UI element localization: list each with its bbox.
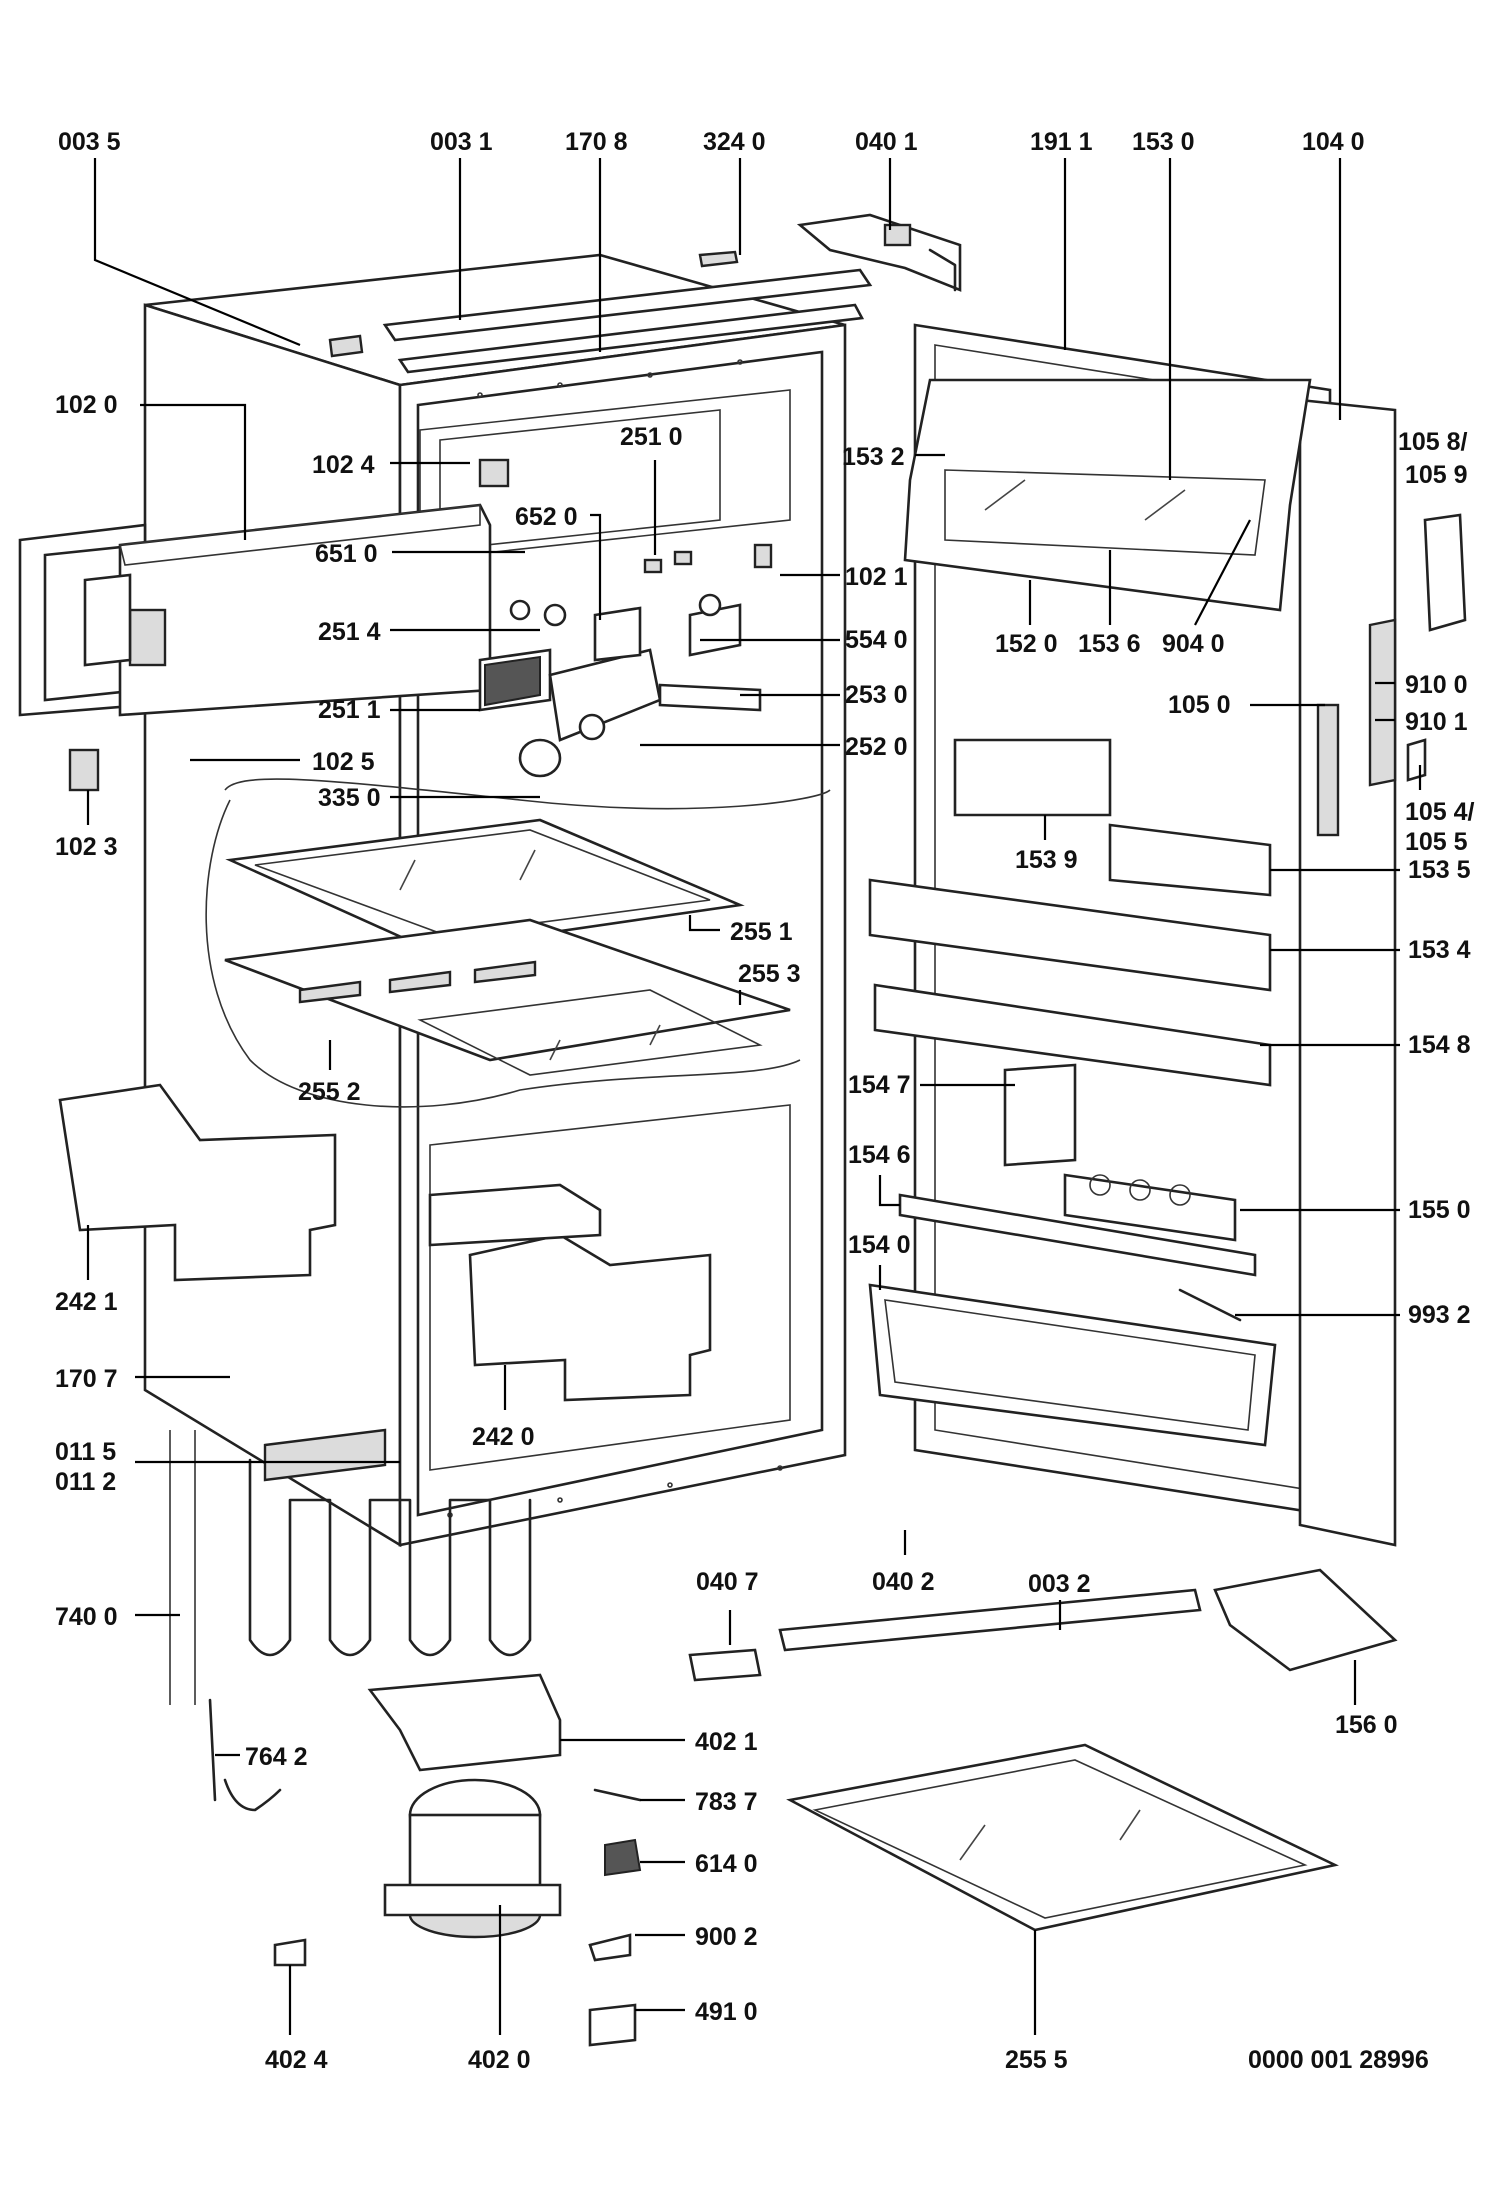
part-labels: 003 5 003 1 170 8 324 0 040 1 191 1 153 … <box>55 128 1475 2074</box>
part-label-993-2: 993 2 <box>1408 1301 1471 1329</box>
part-label-255-2: 255 2 <box>298 1078 361 1106</box>
part-label-105-9: 105 9 <box>1405 461 1468 489</box>
part-label-335-0: 335 0 <box>318 784 381 812</box>
part-label-255-3: 255 3 <box>738 960 801 988</box>
part-label-154-7: 154 7 <box>848 1071 911 1099</box>
part-label-255-1: 255 1 <box>730 918 793 946</box>
part-label-153-5: 153 5 <box>1408 856 1471 884</box>
part-label-324-0: 324 0 <box>703 128 766 156</box>
hinge-top-illustration <box>796 213 962 292</box>
part-label-003-2: 003 2 <box>1028 1570 1091 1598</box>
part-label-153-0: 153 0 <box>1132 128 1195 156</box>
part-label-153-2: 153 2 <box>842 443 905 471</box>
part-label-252-0: 252 0 <box>845 733 908 761</box>
freezer-door-illustration <box>18 503 492 717</box>
part-label-764-2: 764 2 <box>245 1743 308 1771</box>
compressor-illustration <box>208 1673 642 2047</box>
part-label-154-0: 154 0 <box>848 1231 911 1259</box>
part-label-402-4: 402 4 <box>265 2046 328 2074</box>
part-label-153-6: 153 6 <box>1078 630 1141 658</box>
part-label-105-8: 105 8/ <box>1398 428 1468 456</box>
top-trims-illustration <box>328 250 873 374</box>
condenser-coil-illustration <box>169 1430 532 1705</box>
part-label-011-2: 011 2 <box>55 1468 116 1496</box>
part-label-003-1: 003 1 <box>430 128 493 156</box>
part-label-040-2: 040 2 <box>872 1568 935 1596</box>
part-label-152-0: 152 0 <box>995 630 1058 658</box>
part-label-910-0: 910 0 <box>1405 671 1468 699</box>
floor-trims-illustration <box>263 1428 1398 1932</box>
part-label-102-5: 102 5 <box>312 748 375 776</box>
part-label-153-4: 153 4 <box>1408 936 1471 964</box>
part-label-105-4: 105 4/ <box>1405 798 1475 826</box>
leader-lines <box>86 158 1422 2035</box>
part-label-104-0: 104 0 <box>1302 128 1365 156</box>
shelves-illustration <box>224 818 791 1076</box>
part-label-253-0: 253 0 <box>845 681 908 709</box>
part-label-904-0: 904 0 <box>1162 630 1225 658</box>
part-label-011-5: 011 5 <box>55 1438 116 1466</box>
part-label-554-0: 554 0 <box>845 626 908 654</box>
part-label-102-1: 102 1 <box>845 563 908 591</box>
part-label-191-1: 191 1 <box>1030 128 1093 156</box>
part-label-242-1: 242 1 <box>55 1288 118 1316</box>
part-label-040-7: 040 7 <box>696 1568 759 1596</box>
part-label-040-1: 040 1 <box>855 128 918 156</box>
thermostat-assembly-illustration <box>478 458 773 778</box>
door-illustration <box>868 323 1397 1547</box>
part-label-170-8: 170 8 <box>565 128 628 156</box>
part-label-153-9: 153 9 <box>1015 846 1078 874</box>
part-label-652-0: 652 0 <box>515 503 578 531</box>
crisper-drawers-illustration <box>58 1083 712 1402</box>
part-label-614-0: 614 0 <box>695 1850 758 1878</box>
part-label-105-0: 105 0 <box>1168 691 1231 719</box>
part-label-251-0: 251 0 <box>620 423 683 451</box>
part-label-402-0: 402 0 <box>468 2046 531 2074</box>
part-label-900-2: 900 2 <box>695 1923 758 1951</box>
part-label-242-0: 242 0 <box>472 1423 535 1451</box>
part-label-102-3: 102 3 <box>55 833 118 861</box>
part-label-102-0: 102 0 <box>55 391 118 419</box>
part-label-156-0: 156 0 <box>1335 1711 1398 1739</box>
part-label-251-4: 251 4 <box>318 618 381 646</box>
part-label-255-5: 255 5 <box>1005 2046 1068 2074</box>
part-label-491-0: 491 0 <box>695 1998 758 2026</box>
part-label-155-0: 155 0 <box>1408 1196 1471 1224</box>
part-label-740-0: 740 0 <box>55 1603 118 1631</box>
part-label-783-7: 783 7 <box>695 1788 758 1816</box>
part-label-102-4: 102 4 <box>312 451 375 479</box>
part-label-651-0: 651 0 <box>315 540 378 568</box>
part-label-910-1: 910 1 <box>1405 708 1468 736</box>
part-label-170-7: 170 7 <box>55 1365 118 1393</box>
part-label-251-1: 251 1 <box>318 696 381 724</box>
part-label-003-5: 003 5 <box>58 128 121 156</box>
document-id: 0000 001 28996 <box>1248 2046 1429 2074</box>
part-label-105-5: 105 5 <box>1405 828 1468 856</box>
part-label-154-6: 154 6 <box>848 1141 911 1169</box>
part-label-402-1: 402 1 <box>695 1728 758 1756</box>
part-label-154-8: 154 8 <box>1408 1031 1471 1059</box>
